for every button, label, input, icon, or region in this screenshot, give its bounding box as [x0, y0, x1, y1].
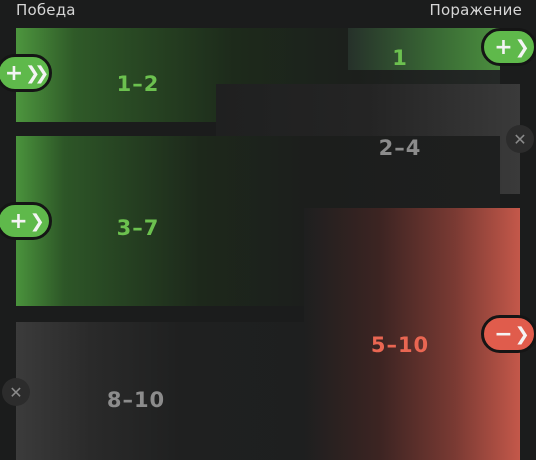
range-label-1-2: 1–2: [116, 72, 160, 96]
double-plus-button[interactable]: + ❯❯: [0, 54, 52, 92]
range-label-3-7: 3–7: [116, 216, 160, 240]
plus-button-middle[interactable]: + ❯: [0, 202, 52, 240]
loss-header: Поражение: [429, 1, 522, 19]
chevron-right-icon: ❯: [514, 323, 530, 345]
double-chevron-right-icon: ❯❯: [25, 62, 49, 84]
minus-button[interactable]: − ❯: [481, 315, 536, 353]
plus-icon: +: [4, 60, 24, 86]
win-header: Победа: [16, 1, 76, 19]
win-panel-one: [348, 28, 500, 70]
plus-icon: +: [494, 34, 513, 60]
range-label-2-4: 2–4: [378, 136, 422, 160]
range-label-8-10: 8–10: [106, 388, 166, 412]
minus-icon: −: [494, 321, 513, 347]
close-icon[interactable]: ✕: [506, 125, 534, 153]
range-label-1: 1: [392, 46, 408, 70]
chevron-right-icon: ❯: [514, 36, 530, 58]
close-icon[interactable]: ✕: [2, 378, 30, 406]
range-label-5-10: 5–10: [370, 333, 430, 357]
draw-panel-lower: [16, 322, 316, 460]
plus-icon: +: [9, 208, 28, 234]
plus-button-top-right[interactable]: + ❯: [481, 28, 536, 66]
chevron-right-icon: ❯: [29, 210, 45, 232]
